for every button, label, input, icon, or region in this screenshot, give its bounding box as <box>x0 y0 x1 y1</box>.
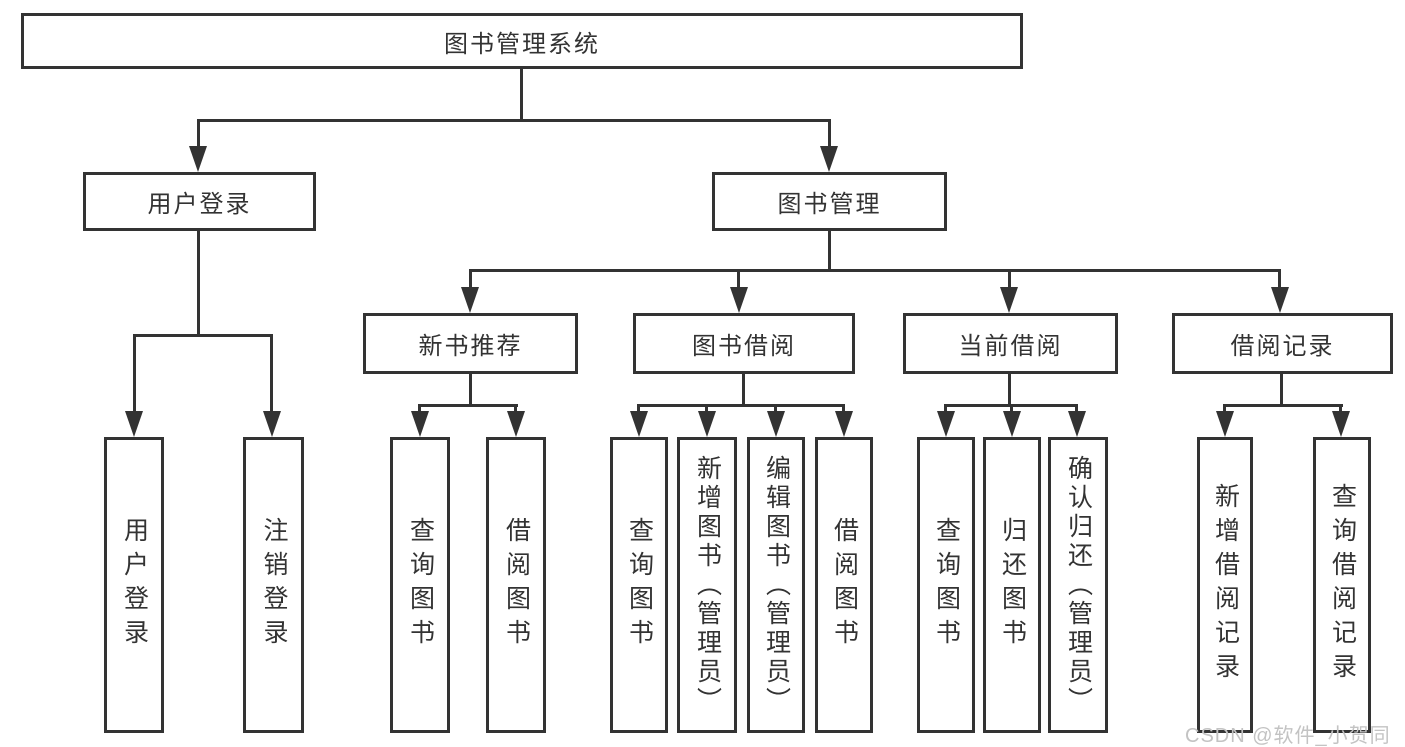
connector-vline <box>469 374 472 407</box>
connector-hline <box>133 334 273 337</box>
arrow-down-icon <box>835 411 853 437</box>
leaf-return-books: 归还图书 <box>983 437 1041 733</box>
connector-vline <box>469 269 472 289</box>
leaf-query-books: 查询图书 <box>610 437 668 733</box>
arrow-down-icon <box>1271 287 1289 313</box>
connector-hline <box>1223 404 1343 407</box>
arrow-down-icon <box>263 411 281 437</box>
connector-vline <box>520 69 523 120</box>
arrow-down-icon <box>1003 411 1021 437</box>
leaf-query-books: 查询图书 <box>917 437 975 733</box>
connector-vline <box>1010 404 1013 414</box>
leaf-label: 确认归还（管理员） <box>1064 454 1093 716</box>
node-borrowing-records: 借阅记录 <box>1172 313 1393 374</box>
arrow-down-icon <box>1068 411 1086 437</box>
leaf-label: 新增借阅记录 <box>1211 483 1240 687</box>
connector-vline <box>1075 404 1078 414</box>
connector-vline <box>1008 269 1011 289</box>
leaf-label: 注销登录 <box>260 517 288 653</box>
leaf-label: 借阅图书 <box>830 517 859 653</box>
connector-vline <box>197 231 200 336</box>
arrow-down-icon <box>507 411 525 437</box>
arrow-down-icon <box>698 411 716 437</box>
node-new-book-recommend: 新书推荐 <box>363 313 578 374</box>
connector-vline <box>828 231 831 271</box>
leaf-label: 查询图书 <box>406 517 435 653</box>
leaf-borrow-books: 借阅图书 <box>815 437 873 733</box>
leaf-borrow-books: 借阅图书 <box>486 437 546 733</box>
node-book-management: 图书管理 <box>712 172 947 231</box>
connector-hline <box>418 404 518 407</box>
leaf-label: 归还图书 <box>998 517 1027 653</box>
connector-vline <box>270 334 273 413</box>
connector-vline <box>828 119 831 148</box>
arrow-down-icon <box>630 411 648 437</box>
leaf-label: 新增图书（管理员） <box>693 454 722 716</box>
leaf-label: 查询图书 <box>932 517 961 653</box>
arrow-down-icon <box>125 411 143 437</box>
connector-vline <box>842 404 845 414</box>
leaf-label: 编辑图书（管理员） <box>762 454 791 716</box>
connector-hline <box>637 404 845 407</box>
node-book-borrowing: 图书借阅 <box>633 313 855 374</box>
node-user-login: 用户登录 <box>83 172 316 231</box>
arrow-down-icon <box>820 146 838 172</box>
connector-vline <box>1280 374 1283 407</box>
connector-vline <box>418 404 421 414</box>
arrow-down-icon <box>1000 287 1018 313</box>
connector-vline <box>133 334 136 413</box>
csdn-watermark: CSDN @软件_小贺同学 <box>1185 725 1391 747</box>
connector-vline <box>1339 404 1342 414</box>
leaf-confirm-return-admin: 确认归还（管理员） <box>1048 437 1108 733</box>
connector-vline <box>514 404 517 414</box>
arrow-down-icon <box>767 411 785 437</box>
leaf-add-borrow-record: 新增借阅记录 <box>1197 437 1253 733</box>
arrow-down-icon <box>411 411 429 437</box>
connector-vline <box>197 119 200 148</box>
arrow-down-icon <box>1332 411 1350 437</box>
leaf-label: 用户登录 <box>120 517 149 653</box>
connector-vline <box>737 269 740 289</box>
connector-hline <box>469 269 1281 272</box>
node-library-management-system: 图书管理系统 <box>21 13 1023 69</box>
connector-vline <box>1008 374 1011 407</box>
connector-vline <box>742 374 745 407</box>
connector-vline <box>637 404 640 414</box>
arrow-down-icon <box>1216 411 1234 437</box>
leaf-query-books: 查询图书 <box>390 437 450 733</box>
leaf-user-login: 用户登录 <box>104 437 164 733</box>
leaf-label: 查询借阅记录 <box>1328 483 1357 687</box>
leaf-query-borrow-record: 查询借阅记录 <box>1313 437 1371 733</box>
connector-hline <box>197 119 831 122</box>
arrow-down-icon <box>189 146 207 172</box>
connector-vline <box>944 404 947 414</box>
node-current-borrowing: 当前借阅 <box>903 313 1118 374</box>
connector-vline <box>1278 269 1281 289</box>
arrow-down-icon <box>461 287 479 313</box>
leaf-label: 查询图书 <box>625 517 654 653</box>
connector-vline <box>705 404 708 414</box>
leaf-add-book-admin: 新增图书（管理员） <box>677 437 737 733</box>
connector-vline <box>774 404 777 414</box>
arrow-down-icon <box>937 411 955 437</box>
leaf-edit-book-admin: 编辑图书（管理员） <box>747 437 805 733</box>
leaf-label: 借阅图书 <box>502 517 531 653</box>
connector-vline <box>1223 404 1226 414</box>
arrow-down-icon <box>730 287 748 313</box>
leaf-logout: 注销登录 <box>243 437 304 733</box>
